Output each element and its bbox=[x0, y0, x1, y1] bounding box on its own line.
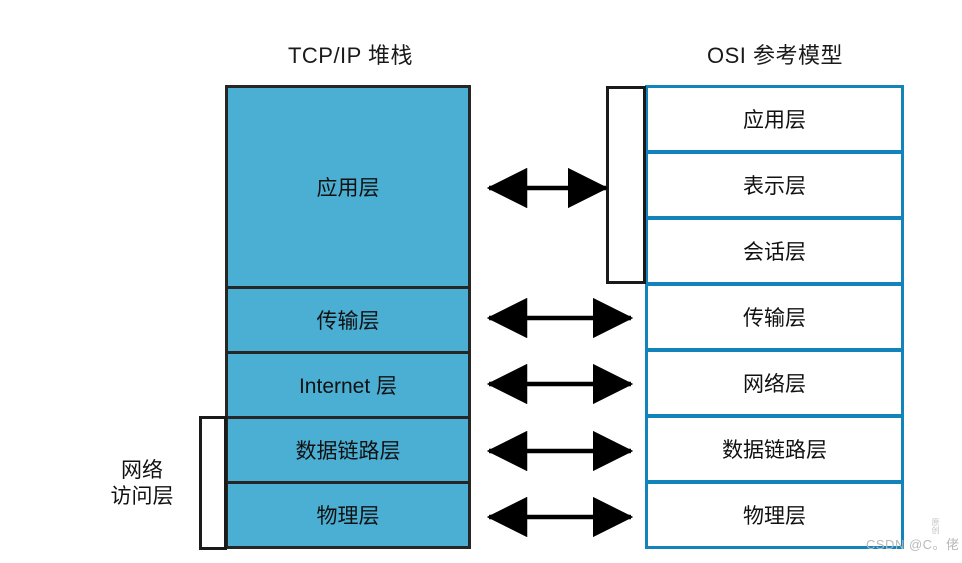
network-access-label-line2: 访问层 bbox=[110, 485, 174, 509]
network-access-bracket bbox=[199, 416, 227, 550]
arrow-internet bbox=[486, 364, 634, 404]
tcpip-stack: 应用层 传输层 Internet 层 数据链路层 物理层 bbox=[225, 85, 471, 549]
osi-layer-data-link: 数据链路层 bbox=[645, 415, 904, 483]
tcpip-layer-transport: 传输层 bbox=[225, 286, 471, 354]
osi-layer-application: 应用层 bbox=[645, 85, 904, 153]
osi-layer-network: 网络层 bbox=[645, 349, 904, 417]
osi-layer-session: 会话层 bbox=[645, 217, 904, 285]
csdn-watermark-side: 原创 bbox=[931, 518, 940, 534]
tcpip-stack-title: TCP/IP 堆栈 bbox=[287, 43, 414, 68]
tcpip-layer-data-link: 数据链路层 bbox=[225, 416, 471, 484]
arrow-application bbox=[486, 168, 609, 208]
osi-layer-physical: 物理层 bbox=[645, 481, 904, 549]
arrow-physical bbox=[486, 497, 634, 537]
tcpip-layer-physical: 物理层 bbox=[225, 481, 471, 549]
osi-model-title: OSI 参考模型 bbox=[706, 43, 843, 68]
csdn-watermark: CSDN @C。佬 bbox=[866, 537, 960, 552]
network-access-label: 网络 访问层 bbox=[88, 458, 196, 511]
network-access-label-line1: 网络 bbox=[121, 459, 163, 482]
osi-layer-presentation: 表示层 bbox=[645, 151, 904, 219]
tcpip-layer-application: 应用层 bbox=[225, 85, 471, 289]
arrow-datalink bbox=[486, 431, 634, 471]
osi-layer-transport: 传输层 bbox=[645, 283, 904, 351]
arrow-transport bbox=[486, 298, 634, 338]
osi-stack: 应用层 表示层 会话层 传输层 网络层 数据链路层 物理层 bbox=[645, 85, 904, 549]
tcpip-layer-internet: Internet 层 bbox=[225, 351, 471, 419]
